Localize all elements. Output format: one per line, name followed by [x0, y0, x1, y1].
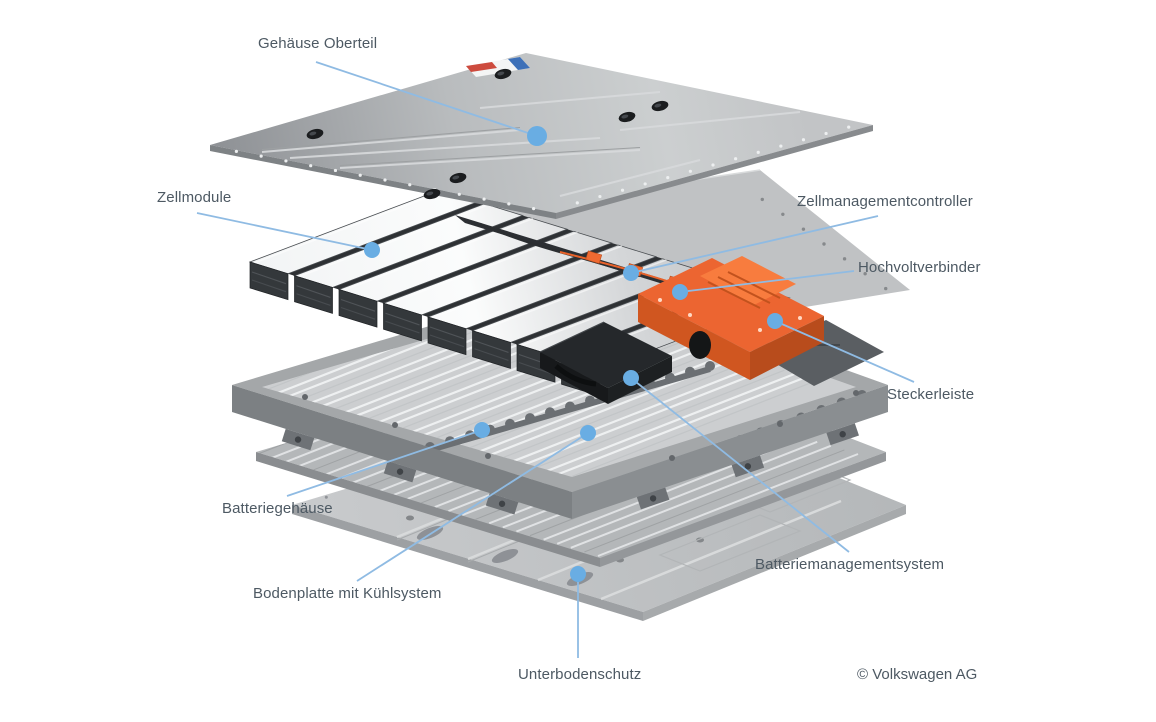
rubber-mount	[618, 111, 636, 123]
label-unterbodenschutz: Unterbodenschutz	[518, 666, 642, 683]
callout-dot-unterbodenschutz	[570, 566, 586, 582]
leader-hochvoltverbinder	[679, 270, 855, 293]
callout-dot-batteriemanagementsystem	[623, 370, 639, 386]
callout-dot-bodenplatte	[580, 425, 596, 441]
cell-module-endcap	[249, 261, 289, 301]
leader-bodenplatte	[356, 432, 589, 582]
leader-zellmodule	[196, 212, 373, 251]
leader-zellmanagementcontroller	[630, 215, 879, 274]
rubber-mount	[306, 128, 324, 140]
rubber-mount	[423, 188, 441, 200]
cell-module-endcap	[338, 289, 378, 328]
leader-steckerleiste	[774, 320, 915, 383]
label-hochvoltverbinder: Hochvoltverbinder	[858, 259, 981, 276]
label-batteriemanagementsystem: Batteriemanagementsystem	[755, 556, 945, 573]
callout-dot-steckerleiste	[767, 313, 783, 329]
label-zellmanagementcontroller: Zellmanagementcontroller	[797, 193, 973, 210]
leader-gehaeuse-oberteil	[315, 61, 538, 137]
deck-rivet-row	[760, 197, 888, 291]
label-batteriegehaeuse: Batteriegehäuse	[222, 500, 333, 517]
callout-dot-batteriegehaeuse	[474, 422, 490, 438]
callout-dot-gehaeuse-oberteil	[527, 126, 547, 146]
leader-batteriegehaeuse	[286, 429, 483, 497]
cell-module-endcap	[383, 302, 422, 342]
cell-module-endcap	[294, 275, 333, 314]
callout-dot-zellmanagementcontroller	[623, 265, 639, 281]
label-steckerleiste: Steckerleiste	[887, 386, 975, 403]
cover-rivet-rows	[234, 125, 851, 211]
copyright-notice: © Volkswagen AG	[857, 666, 978, 683]
label-gehaeuse-oberteil: Gehäuse Oberteil	[258, 35, 378, 52]
callout-dot-hochvoltverbinder	[672, 284, 688, 300]
rubber-mount	[449, 172, 467, 184]
warning-sticker	[466, 57, 530, 77]
cell-module-endcap	[427, 316, 467, 356]
rubber-mount	[494, 68, 512, 80]
callout-leaders	[196, 61, 915, 658]
label-zellmodule: Zellmodule	[157, 189, 232, 206]
leader-batteriemanagementsystem	[630, 377, 850, 553]
rubber-mounts	[306, 68, 669, 200]
bms-unit	[539, 321, 672, 404]
label-bodenplatte-mit-kuehlsystem: Bodenplatte mit Kühlsystem	[253, 585, 442, 602]
cell-module-endcap	[472, 330, 511, 369]
callout-dot-zellmodule	[364, 242, 380, 258]
rubber-mount	[651, 100, 669, 112]
mounting-tabs	[281, 423, 859, 515]
